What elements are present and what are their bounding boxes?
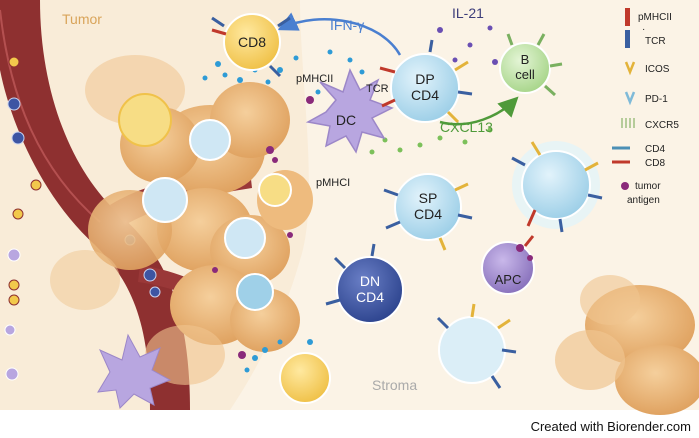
apc-cell: APC <box>481 235 535 295</box>
sp-label-line1: SP <box>419 190 438 206</box>
legend-icos-icon <box>624 61 636 76</box>
right-tumor-cluster <box>555 275 699 415</box>
cytokine-particles <box>202 25 498 155</box>
ifn-gamma-arrow <box>277 12 402 56</box>
dn-label-line1: DN <box>360 273 380 289</box>
legend-pmhcii-swatch <box>625 8 630 26</box>
legend-tumor-antigen-swatch <box>621 182 629 190</box>
dendritic-cell: DC <box>305 68 394 154</box>
legend-pd1-label: PD-1 <box>645 94 668 105</box>
vessel-blood-cells <box>4 56 161 381</box>
dc-label: DC <box>336 112 356 128</box>
legend-tcr-swatch <box>625 30 630 48</box>
legend-cd8-label: CD8 <box>645 158 665 169</box>
cxcl13-label: CXCL13 <box>440 119 493 135</box>
legend-antigen-label: antigen <box>627 195 660 206</box>
tumor-region-label: Tumor <box>62 11 102 27</box>
il21-label: IL-21 <box>452 5 484 21</box>
legend-pmhcii-label: pMHCII <box>638 12 672 23</box>
stroma-dendritic-cell <box>97 333 172 409</box>
b-cell: B cell <box>499 33 563 97</box>
b-label-line2: cell <box>515 67 535 82</box>
dn-label-line2: CD4 <box>356 289 384 305</box>
stroma-cd8-cell <box>238 339 331 404</box>
legend-pd1-icon <box>624 91 636 106</box>
legend-tcr-label: TCR <box>645 36 666 47</box>
legend-dot: · <box>642 24 645 35</box>
dn-cd4-cell: DN CD4 <box>325 243 404 324</box>
legend-cxcr5-label: CXCR5 <box>645 120 679 131</box>
legend-icos-label: ICOS <box>645 64 670 75</box>
legend: pMHCII · TCR ICOS PD-1 CXCR5 CD4 CD8 tum… <box>612 8 679 206</box>
tcr-dc-label: TCR <box>366 83 389 95</box>
sp-cd4-cell: SP CD4 <box>383 173 473 251</box>
stroma-region-label: Stroma <box>372 377 417 393</box>
apc-label: APC <box>495 272 522 287</box>
dp-label-line1: DP <box>415 71 434 87</box>
tumor-mass <box>50 55 313 385</box>
ifn-gamma-label: IFN-γ <box>330 17 364 33</box>
sp-label-line2: CD4 <box>414 206 442 222</box>
cd8-label: CD8 <box>238 34 266 50</box>
glowing-t-cell <box>511 141 603 233</box>
b-label-line1: B <box>521 52 530 67</box>
cd8-cell: CD8 <box>211 13 291 78</box>
cxcl13-arrow <box>439 96 519 126</box>
pmhci-dc-label: pMHCI <box>316 177 350 189</box>
biorender-credit: Created with Biorender.com <box>530 419 691 434</box>
pmhcii-dc-label: pMHCII <box>296 73 333 85</box>
stroma-t-cell <box>436 303 517 389</box>
dp-label-line2: CD4 <box>411 87 439 103</box>
legend-cxcr5-icon <box>621 118 635 128</box>
dp-cd4-cell: DP CD4 <box>379 39 473 124</box>
legend-tumor-label: tumor <box>635 181 661 192</box>
legend-cd4-label: CD4 <box>645 144 665 155</box>
